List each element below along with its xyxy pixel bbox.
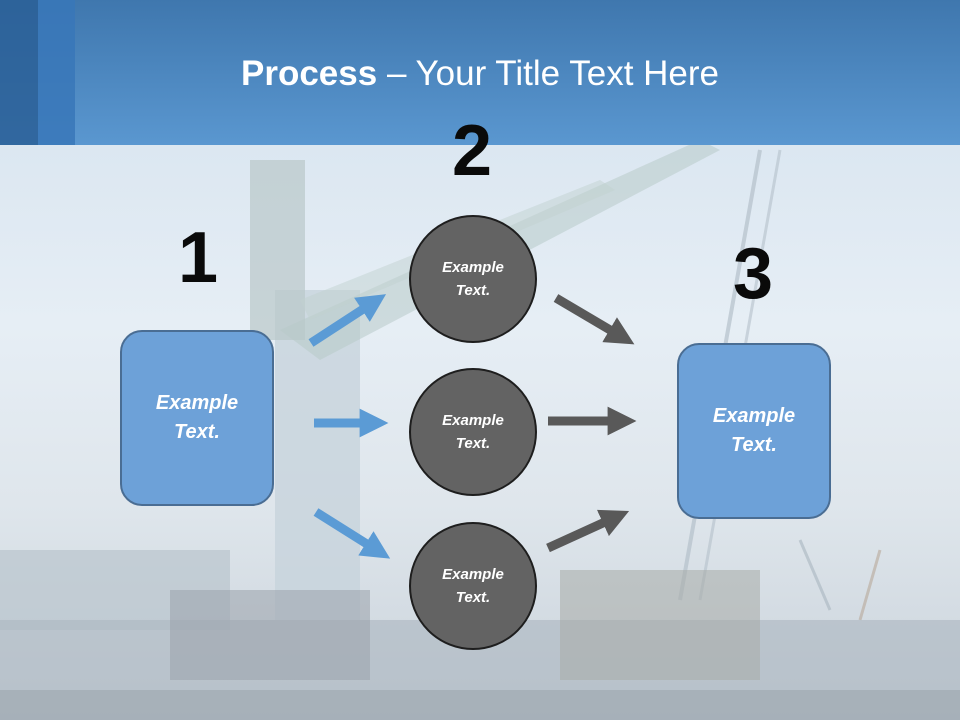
header-accent-stripe [0, 0, 38, 145]
gray-arrow-down [553, 294, 635, 345]
left-process-box: Example Text. [120, 330, 274, 506]
title-bar: Process – Your Title Text Here [0, 0, 960, 145]
process-circle-middle: Example Text. [409, 368, 537, 496]
circle-text: Example Text. [442, 412, 504, 452]
circle-text: Example Text. [442, 259, 504, 299]
right-box-text: Example Text. [712, 405, 796, 456]
title-rest-part: – Your Title Text Here [377, 54, 719, 93]
step-number-1: 1 [177, 218, 219, 298]
process-circle-top: Example Text. [409, 215, 537, 343]
header-accent-stripe [38, 0, 75, 145]
step-number-3: 3 [732, 234, 774, 314]
circle-text: Example Text. [442, 566, 504, 606]
blue-arrow-down [313, 508, 391, 559]
blue-arrow-up [308, 294, 387, 347]
step-number-2: 2 [451, 111, 493, 191]
right-process-box: Example Text. [677, 343, 831, 519]
title-bold-part: Process [241, 54, 378, 93]
process-circle-bottom: Example Text. [409, 522, 537, 650]
gray-arrow-up [546, 509, 630, 553]
left-box-text: Example Text. [155, 392, 239, 443]
slide-title: Process – Your Title Text Here [0, 52, 960, 96]
